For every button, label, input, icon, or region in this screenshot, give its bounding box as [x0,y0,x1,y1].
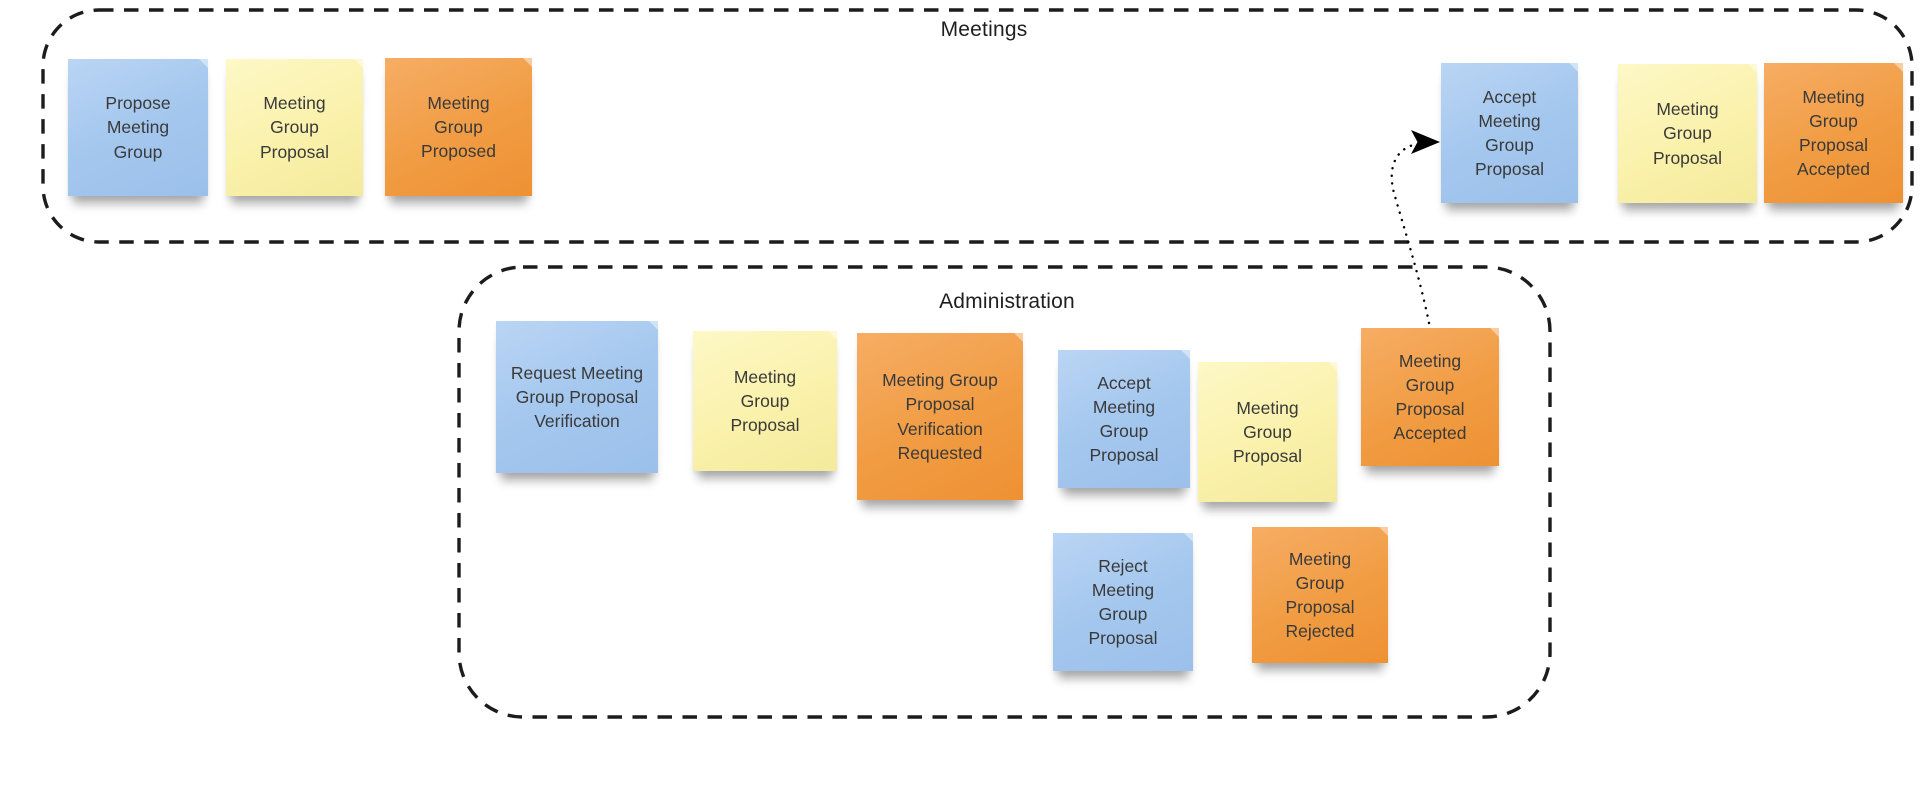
sticky-note-administration-9[interactable]: Accept Meeting Group Proposal [1058,350,1190,488]
sticky-note-meetings-5[interactable]: Meeting Group Proposal Accepted [1764,63,1903,203]
sticky-note-text: Meeting Group Proposal [1232,397,1303,467]
connector-dotted-line[interactable] [1390,143,1431,325]
sticky-note-meetings-4[interactable]: Meeting Group Proposal [1618,64,1757,203]
sticky-note-text: Meeting Group Proposal Accepted [1393,350,1467,444]
sticky-note-administration-13[interactable]: Meeting Group Proposal Rejected [1252,527,1388,663]
meetings-lane-border[interactable] [41,8,1914,244]
sticky-note-text: Meeting Group Proposal [1652,99,1723,168]
sticky-note-text: Meeting Group Proposal Verification Requ… [882,370,998,463]
sticky-note-text: Meeting Group Proposal [259,93,330,162]
sticky-note-administration-6[interactable]: Request Meeting Group Proposal Verificat… [496,321,658,473]
meetings-lane-title: Meetings [940,18,1028,41]
sticky-note-text: Meeting Group Proposal Accepted [1797,86,1870,180]
sticky-note-administration-10[interactable]: Meeting Group Proposal [1198,362,1337,502]
sticky-note-text: Request Meeting Group Proposal Verificat… [510,362,644,432]
sticky-note-text: Meeting Group Proposed [421,92,496,162]
sticky-note-text: Accept Meeting Group Proposal [1089,372,1159,466]
sticky-note-text: Propose Meeting Group [105,93,171,162]
sticky-note-text: Reject Meeting Group Proposal [1088,555,1158,649]
sticky-note-text: Accept Meeting Group Proposal [1474,86,1545,180]
sticky-note-administration-11[interactable]: Meeting Group Proposal Accepted [1361,328,1499,466]
sticky-note-text: Meeting Group Proposal [730,366,800,436]
sticky-note-administration-7[interactable]: Meeting Group Proposal [693,331,837,471]
sticky-note-administration-12[interactable]: Reject Meeting Group Proposal [1053,533,1193,671]
sticky-note-meetings-1[interactable]: Meeting Group Proposal [226,59,363,196]
sticky-note-meetings-0[interactable]: Propose Meeting Group [68,59,208,196]
sticky-note-meetings-3[interactable]: Accept Meeting Group Proposal [1441,63,1578,203]
administration-lane-border[interactable] [457,265,1552,719]
administration-lane-title: Administration [939,290,1075,313]
sticky-note-text: Meeting Group Proposal Rejected [1285,548,1355,642]
connector-arrowhead-icon [1411,130,1440,154]
sticky-note-administration-8[interactable]: Meeting Group Proposal Verification Requ… [857,333,1023,500]
sticky-note-meetings-2[interactable]: Meeting Group Proposed [385,58,532,196]
